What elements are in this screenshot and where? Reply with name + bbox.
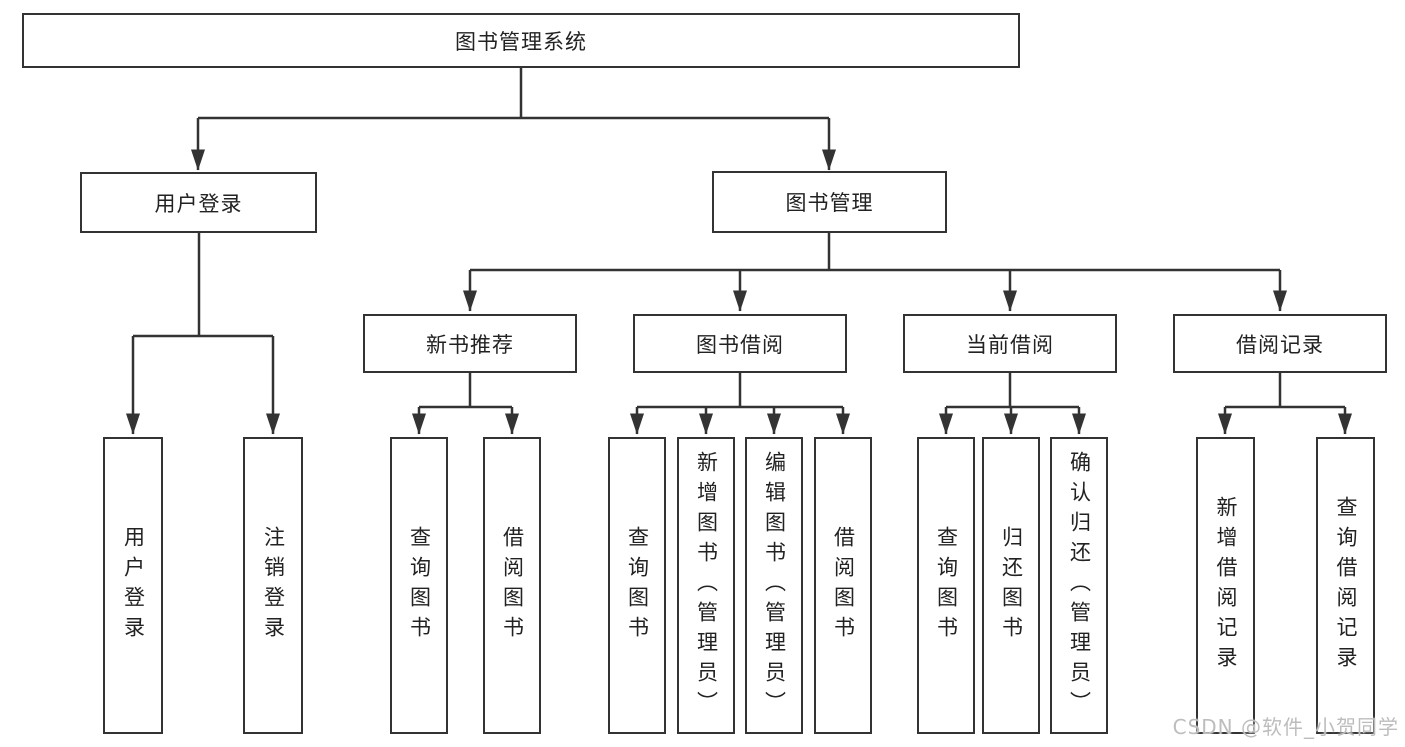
node-label: 归还图书 [999, 525, 1024, 646]
node-label: 新书推荐 [426, 332, 514, 357]
node-label: 图书借阅 [696, 332, 784, 357]
node-new-book-recommend: 新书推荐 [363, 314, 577, 373]
leaf-recommend-query-books: 查询图书 [390, 437, 448, 734]
leaf-borrowing-edit-book-admin: 编辑图书（管理员） [745, 437, 803, 734]
node-label: 查询图书 [407, 525, 432, 646]
leaf-current-confirm-return-admin: 确认归还（管理员） [1050, 437, 1108, 734]
node-label: 编辑图书（管理员） [762, 450, 787, 721]
leaf-recommend-borrow-books: 借阅图书 [483, 437, 541, 734]
node-borrow-records: 借阅记录 [1173, 314, 1387, 373]
node-label: 新增借阅记录 [1214, 495, 1238, 676]
node-book-borrowing: 图书借阅 [633, 314, 847, 373]
leaf-current-return-book: 归还图书 [982, 437, 1040, 734]
node-current-borrowing: 当前借阅 [903, 314, 1117, 373]
node-root: 图书管理系统 [22, 13, 1020, 68]
node-book-management-branch: 图书管理 [712, 171, 947, 233]
leaf-current-query-books: 查询图书 [917, 437, 975, 734]
leaf-records-add-record: 新增借阅记录 [1196, 437, 1255, 734]
node-label: 查询借阅记录 [1334, 495, 1358, 676]
node-label: 确认归还（管理员） [1067, 450, 1092, 721]
leaf-borrowing-query-books: 查询图书 [608, 437, 666, 734]
node-root-label: 图书管理系统 [455, 29, 587, 54]
node-label: 借阅图书 [831, 525, 856, 646]
node-label: 借阅记录 [1236, 332, 1324, 357]
node-label: 新增图书（管理员） [694, 450, 719, 721]
leaf-logout: 注销登录 [243, 437, 303, 734]
tree-branch-lines [133, 68, 1345, 409]
leaf-records-query-record: 查询借阅记录 [1316, 437, 1375, 734]
node-label: 借阅图书 [500, 525, 525, 646]
leaf-borrowing-borrow-books: 借阅图书 [814, 437, 872, 734]
node-label: 查询图书 [934, 525, 959, 646]
node-label: 图书管理 [785, 191, 874, 215]
node-label: 注销登录 [261, 525, 286, 646]
node-label: 用户登录 [121, 525, 146, 646]
node-label: 用户登录 [154, 191, 243, 216]
leaf-user-login: 用户登录 [103, 437, 163, 734]
arrow-connectors [126, 118, 1352, 435]
node-label: 当前借阅 [966, 332, 1054, 357]
csdn-watermark: CSDN @软件_小贺同学 [1172, 715, 1399, 739]
node-user-login-branch: 用户登录 [80, 172, 317, 233]
node-label: 查询图书 [625, 525, 650, 646]
leaf-borrowing-add-book-admin: 新增图书（管理员） [677, 437, 735, 734]
